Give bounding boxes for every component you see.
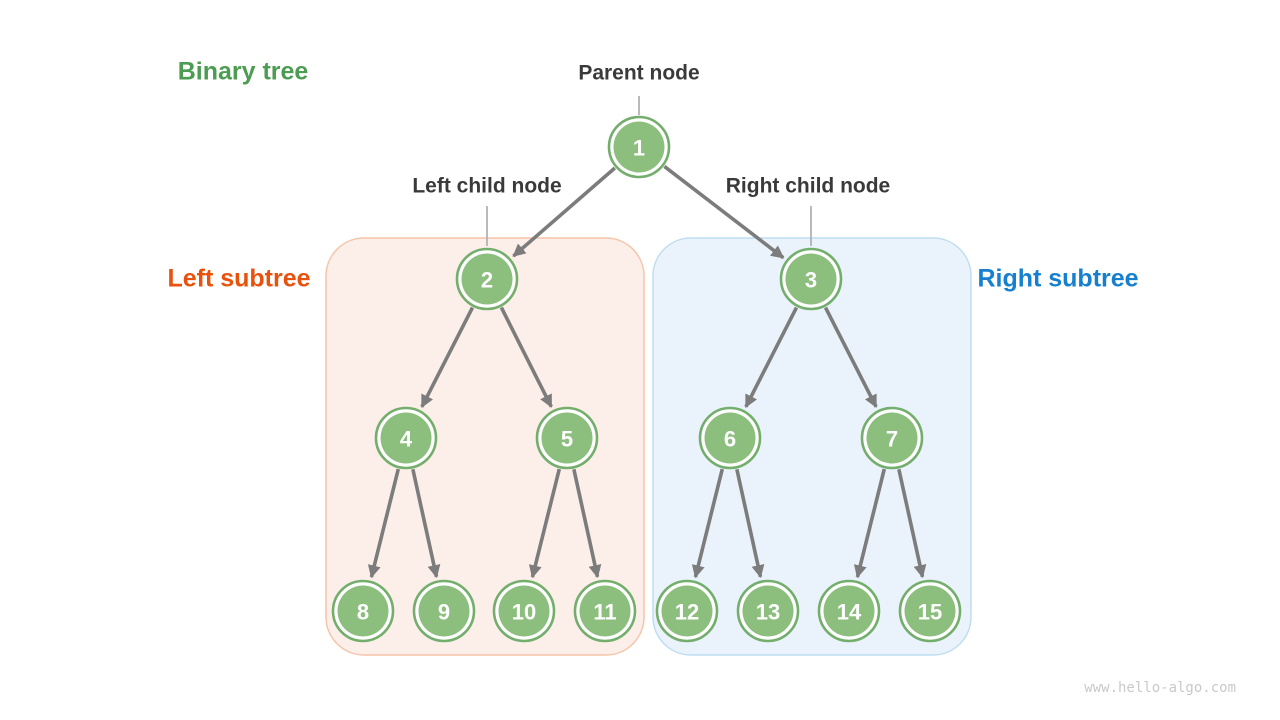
tree-edge-3-7 (823, 306, 878, 408)
tree-edge-2-4 (420, 306, 475, 408)
tree-node-8: 8 (331, 579, 395, 643)
tree-edge-1-3 (663, 165, 785, 260)
tree-node-7: 7 (860, 406, 924, 470)
tree-edge-2-5 (499, 306, 553, 408)
tree-node-6: 6 (698, 406, 762, 470)
right-subtree-box (652, 237, 972, 656)
right-child-label: Right child node (725, 174, 891, 198)
left-subtree-box (325, 237, 645, 656)
tree-node-value: 8 (357, 600, 369, 625)
watermark: www.hello-algo.com (1084, 680, 1236, 696)
tree-node-value: 3 (805, 268, 817, 293)
tree-edge-5-11 (572, 468, 602, 579)
right-subtree-label: Right subtree (977, 264, 1139, 293)
tree-edge-4-9 (411, 468, 441, 579)
tree-edge-6-12 (691, 468, 725, 579)
tree-node-value: 13 (756, 600, 780, 625)
tree-node-13: 13 (736, 579, 800, 643)
tree-node-value: 2 (481, 268, 493, 293)
tree-node-value: 5 (561, 427, 573, 452)
tree-edge-1-2 (512, 166, 617, 258)
left-child-label: Left child node (412, 174, 562, 198)
tree-node-value: 10 (512, 600, 536, 625)
tree-node-value: 11 (593, 600, 616, 625)
tree-node-2: 2 (455, 247, 519, 311)
tree-node-value: 14 (837, 600, 862, 625)
tree-node-value: 12 (675, 600, 699, 625)
figure-title: Binary tree (177, 57, 309, 86)
tree-node-12: 12 (655, 579, 719, 643)
tree-node-10: 10 (492, 579, 556, 643)
tree-node-value: 4 (400, 427, 413, 452)
tree-node-value: 15 (918, 600, 942, 625)
tree-edge-5-10 (528, 468, 562, 579)
tree-node-value: 9 (438, 600, 450, 625)
tree-node-value: 7 (886, 427, 898, 452)
tree-node-4: 4 (374, 406, 438, 470)
tree-edge-4-8 (367, 468, 401, 579)
tree-node-14: 14 (817, 579, 881, 643)
tree-edge-7-14 (853, 468, 887, 579)
tree-node-15: 15 (898, 579, 962, 643)
tree-node-value: 1 (633, 136, 645, 161)
tree-node-value: 6 (724, 427, 736, 452)
tree-node-3: 3 (779, 247, 843, 311)
tree-node-1: 1 (607, 115, 671, 179)
tree-node-5: 5 (535, 406, 599, 470)
tree-edge-6-13 (735, 468, 765, 579)
tree-edge-7-15 (897, 468, 927, 579)
tree-node-11: 11 (573, 579, 637, 643)
tree-edge-3-6 (744, 306, 799, 408)
tree-node-9: 9 (412, 579, 476, 643)
parent-node-label: Parent node (578, 61, 700, 85)
left-subtree-label: Left subtree (167, 264, 311, 293)
